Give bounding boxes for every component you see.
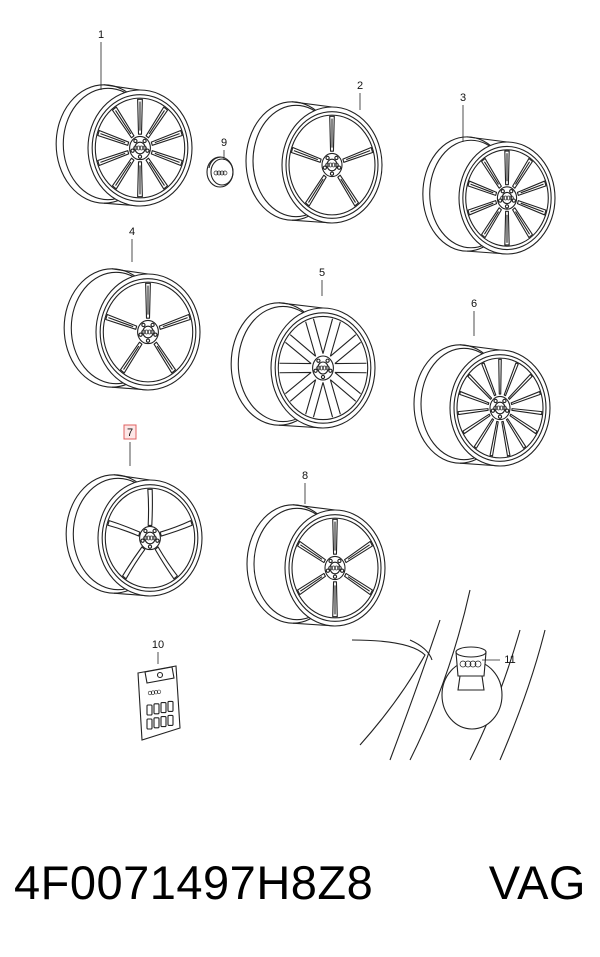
parts-diagram: 1 2 3 4 5 6 7 8 9 10 11 xyxy=(55,29,556,761)
callout-6: 6 xyxy=(471,298,477,336)
callout-label-4: 4 xyxy=(129,226,135,238)
callout-1: 1 xyxy=(98,29,104,90)
callout-4: 4 xyxy=(129,226,135,262)
bolt-kit-icon xyxy=(137,665,181,741)
wheel-5 xyxy=(230,302,376,429)
callout-9: 9 xyxy=(221,137,227,160)
four-rings-logo-icon xyxy=(328,565,342,571)
four-rings-logo-icon xyxy=(493,405,507,411)
four-rings-logo-icon xyxy=(316,365,330,371)
four-rings-logo-icon xyxy=(143,535,157,541)
brand-label: VAG xyxy=(488,856,586,909)
four-rings-logo-icon xyxy=(325,162,339,168)
wheel-2 xyxy=(245,101,383,224)
four-rings-logo-icon xyxy=(141,329,155,335)
wheel-3 xyxy=(422,136,556,255)
callout-label-1: 1 xyxy=(98,29,104,41)
callout-3: 3 xyxy=(460,92,466,142)
wheel-7 xyxy=(65,474,203,597)
four-rings-logo-icon xyxy=(500,195,514,201)
callout-label-2: 2 xyxy=(357,80,363,92)
callout-7: 7 xyxy=(123,424,137,466)
valve-cap-icon xyxy=(351,589,546,761)
footer: 4F0071497H8Z8 VAG xyxy=(0,848,600,918)
callout-label-6: 6 xyxy=(471,298,477,310)
callout-label-11: 11 xyxy=(504,654,515,666)
callout-5: 5 xyxy=(319,267,325,296)
callout-11: 11 xyxy=(482,654,516,666)
wheel-6 xyxy=(413,344,551,467)
callout-label-5: 5 xyxy=(319,267,325,279)
callout-8: 8 xyxy=(302,470,308,504)
wheel-8 xyxy=(246,504,386,627)
callout-label-9: 9 xyxy=(221,137,227,149)
callout-label-3: 3 xyxy=(460,92,466,104)
callout-label-8: 8 xyxy=(302,470,308,482)
callout-label-7: 7 xyxy=(127,427,133,439)
four-rings-logo-icon xyxy=(133,145,147,151)
callout-label-10: 10 xyxy=(152,639,164,651)
callout-10: 10 xyxy=(152,639,164,664)
wheel-1 xyxy=(55,84,193,207)
callout-2: 2 xyxy=(357,80,363,110)
part-number: 4F0071497H8Z8 xyxy=(14,856,374,909)
center-cap-icon xyxy=(206,156,234,188)
wheel-4 xyxy=(63,268,201,391)
